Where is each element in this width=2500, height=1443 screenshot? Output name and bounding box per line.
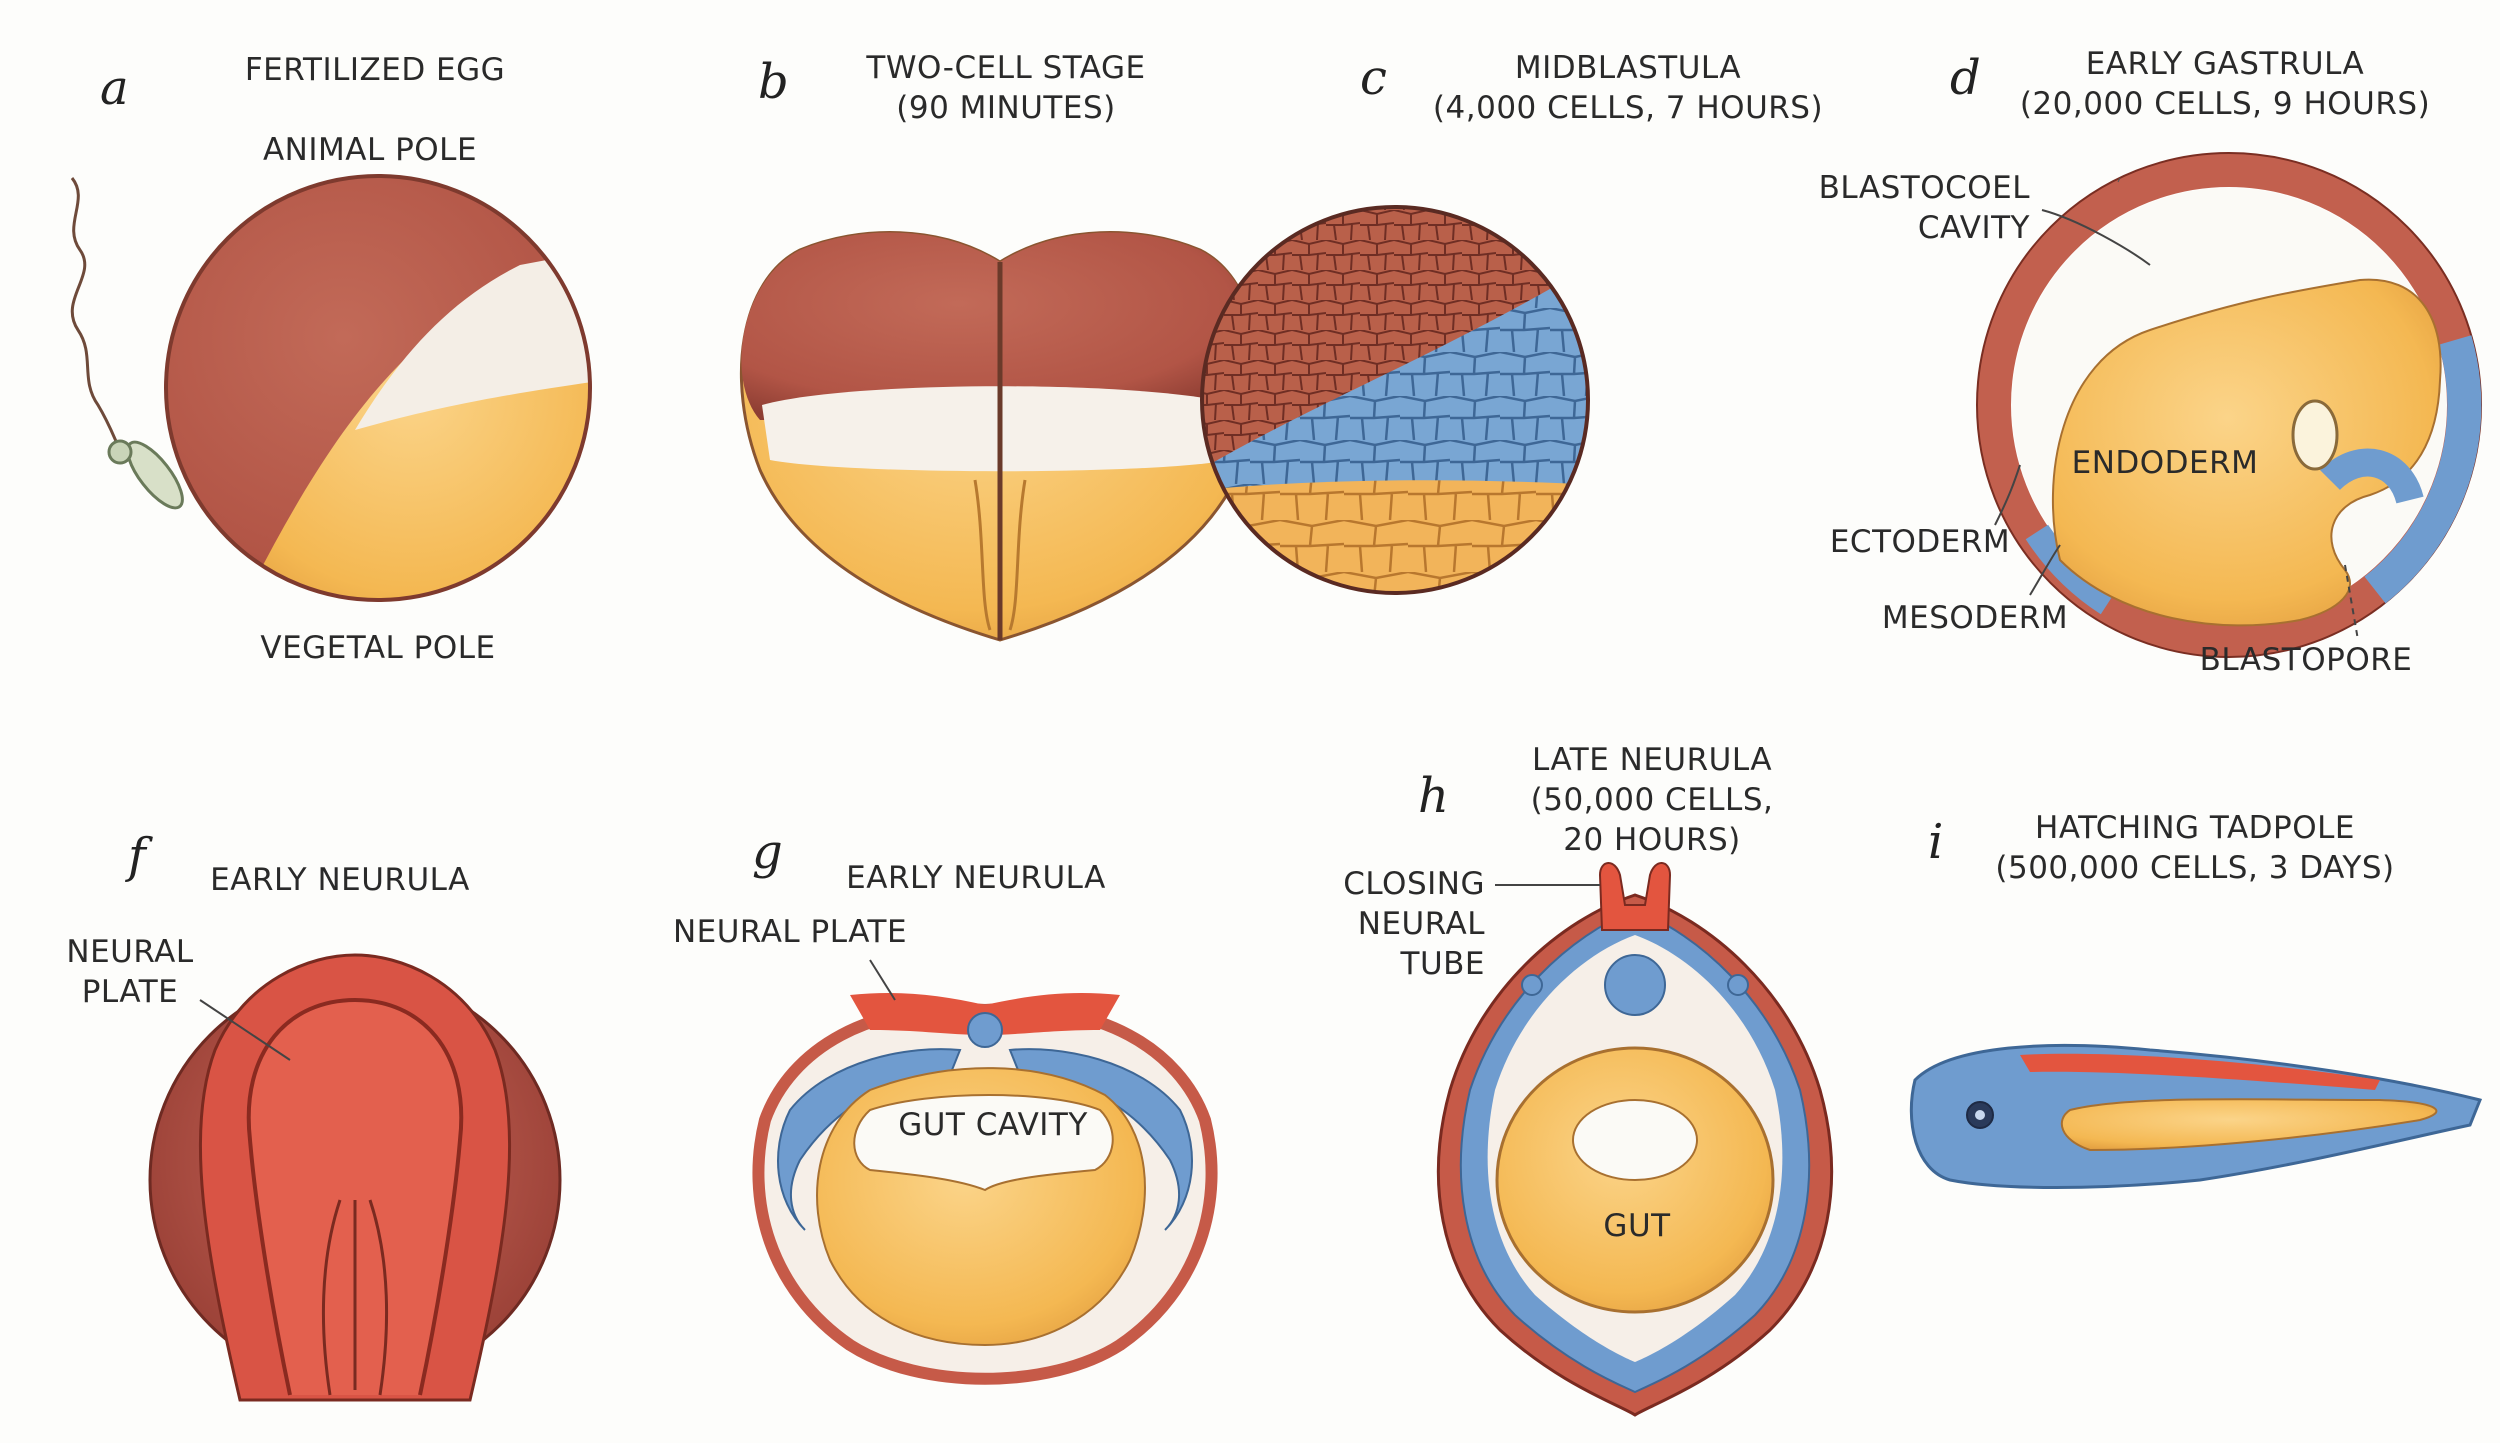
- neural-plate-label-f: NEURAL PLATE: [66, 934, 194, 1010]
- sperm-tail: [70, 177, 122, 451]
- sperm-head: [126, 440, 184, 510]
- panel-b-title: TWO-CELL STAGE (90 MINUTES): [866, 50, 1146, 126]
- blastocoel-cavity-label: BLASTOCOEL CAVITY: [1818, 170, 2030, 246]
- panel-letter-g: g: [752, 824, 783, 880]
- panel-g-title: EARLY NEURULA: [846, 860, 1106, 896]
- mesoderm-label: MESODERM: [1881, 600, 2069, 636]
- fertilized-egg-drawing: [70, 174, 592, 602]
- vegetal-pole-label: VEGETAL POLE: [260, 630, 496, 666]
- panel-letter-i: i: [1928, 814, 1944, 870]
- closing-neural-tube-label: CLOSING NEURAL TUBE: [1343, 866, 1485, 982]
- ectoderm-label: ECTODERM: [1829, 524, 2011, 560]
- early-neurula-external-drawing: [148, 953, 562, 1402]
- gut-cavity-label: GUT CAVITY: [898, 1107, 1088, 1143]
- panel-letter-d: d: [1950, 50, 1981, 106]
- panel-letter-c: c: [1360, 50, 1387, 106]
- panel-f-title: EARLY NEURULA: [210, 862, 470, 898]
- animal-pole-label: ANIMAL POLE: [262, 132, 478, 168]
- blastopore-label: BLASTOPORE: [2199, 642, 2413, 678]
- panel-letter-a: a: [100, 60, 129, 116]
- panel-h-title: LATE NEURULA (50,000 CELLS, 20 HOURS): [1530, 742, 1774, 858]
- panel-a-title: FERTILIZED EGG: [244, 52, 506, 88]
- gut-label: GUT: [1603, 1208, 1671, 1244]
- midblastula-drawing: [1200, 205, 1590, 595]
- late-neurula-drawing: [1436, 862, 1834, 1417]
- panel-i-title: HATCHING TADPOLE (500,000 CELLS, 3 DAYS): [1995, 810, 2395, 886]
- archenteron: [2291, 399, 2339, 471]
- panel-letter-h: h: [1418, 768, 1449, 824]
- leader-lines-top: [1994, 209, 2359, 641]
- neural-plate-label-g: NEURAL PLATE: [672, 914, 908, 950]
- panel-letter-f: f: [128, 828, 146, 884]
- neural-plate-leader: [199, 999, 291, 1061]
- hatching-tadpole-drawing: [1909, 1043, 2483, 1189]
- panel-letter-b: b: [758, 54, 789, 110]
- panel-d-title: EARLY GASTRULA (20,000 CELLS, 9 HOURS): [2019, 46, 2431, 122]
- panel-c-title: MIDBLASTULA (4,000 CELLS, 7 HOURS): [1432, 50, 1824, 126]
- early-gastrula-drawing: [1976, 152, 2482, 658]
- two-cell-stage-drawing: [739, 231, 1261, 642]
- endoderm-label: ENDODERM: [2071, 445, 2259, 481]
- early-neurula-section-drawing: [752, 959, 1218, 1385]
